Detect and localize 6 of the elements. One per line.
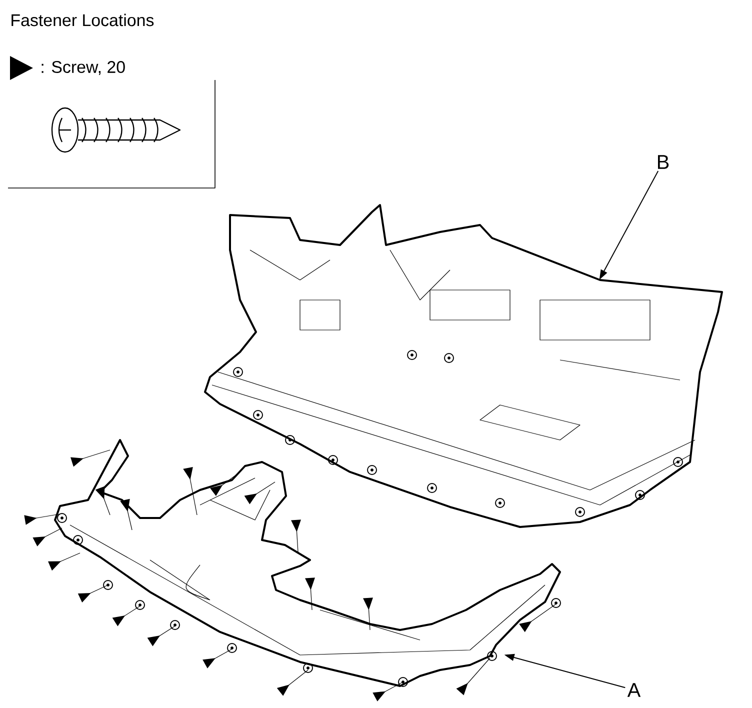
part-letter: B — [658, 155, 669, 169]
part-letter: A — [627, 683, 641, 697]
upper-cover-drawing — [204, 204, 723, 528]
legend-text: : Screw, 20 — [42, 61, 125, 75]
title: Fastener Locations — [12, 14, 154, 26]
lower-cover-drawing — [54, 439, 561, 687]
